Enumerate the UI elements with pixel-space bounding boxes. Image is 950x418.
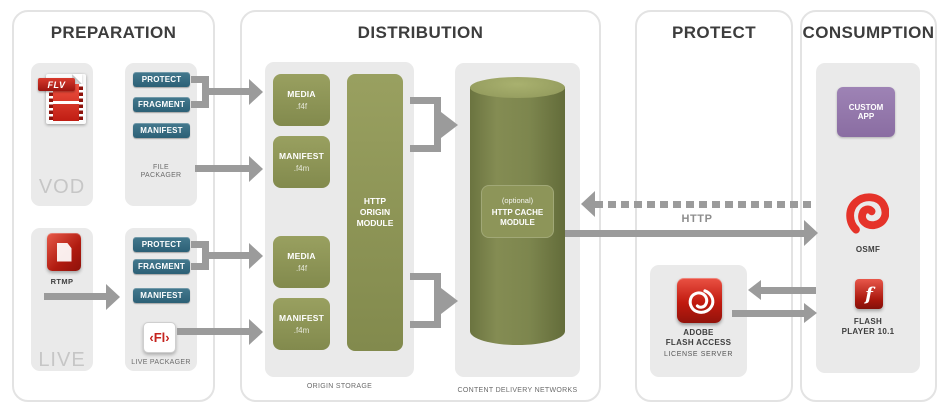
osmf-icon	[845, 191, 890, 239]
filmstrip-divider	[53, 101, 79, 104]
origin-storage-caption: ORIGIN STORAGE	[306, 383, 373, 390]
panel-title-preparation: PREPARATION	[50, 23, 177, 42]
file-packager-step-protect: PROTECT	[133, 72, 190, 87]
media-f4f-box-vod: MEDIA .f4f	[273, 74, 330, 126]
rtmp-document-glyph	[56, 242, 72, 262]
http-origin-module: HTTP ORIGIN MODULE	[347, 74, 403, 351]
cdn-cylinder-top	[470, 77, 565, 98]
live-packager-caption: LIVE PACKAGER	[131, 359, 191, 366]
filmstrip-perforations-left	[49, 84, 53, 121]
media-f4f-box-live: MEDIA .f4f	[273, 236, 330, 288]
flv-banner: FLV	[38, 78, 75, 91]
http-cache-module: (optional) HTTP CACHE MODULE	[481, 185, 554, 238]
panel-title-protect: PROTECT	[671, 23, 757, 42]
filmstrip-perforations-right	[79, 84, 83, 121]
http-label: HTTP	[681, 213, 713, 225]
flash-access-name: ADOBE FLASH ACCESS	[665, 328, 732, 347]
file-packager-caption: FILE PACKAGER	[140, 164, 182, 179]
manifest-f4m-box-live: MANIFEST .f4m	[273, 298, 330, 350]
flv-file-icon: FLV	[38, 72, 90, 126]
panel-title-distribution: DISTRIBUTION	[357, 23, 484, 42]
flash-media-live-encoder-icon: ‹Fl›	[143, 322, 176, 353]
flv-page-fold	[72, 74, 82, 84]
rtmp-caption: RTMP	[50, 277, 74, 286]
live-packager-step-protect: PROTECT	[133, 237, 190, 252]
file-packager-step-manifest: MANIFEST	[133, 123, 190, 138]
vod-caption: VOD	[38, 176, 86, 198]
live-packager-step-manifest: MANIFEST	[133, 288, 190, 303]
panel-title-consumption: CONSUMPTION	[802, 23, 935, 42]
flash-access-icon	[677, 278, 722, 323]
osmf-caption: OSMF	[855, 245, 881, 254]
flash-access-swirl	[688, 288, 714, 314]
live-caption: LIVE	[38, 349, 86, 371]
custom-app-box: CUSTOM APP	[837, 87, 895, 137]
flash-player-caption: FLASH PLAYER 10.1	[841, 317, 895, 336]
manifest-f4m-box-vod: MANIFEST .f4m	[273, 136, 330, 188]
cdn-caption: CONTENT DELIVERY NETWORKS	[457, 387, 578, 394]
file-packager-step-fragment: FRAGMENT	[133, 97, 190, 112]
flash-player-icon: f	[855, 279, 883, 309]
live-packager-step-fragment: FRAGMENT	[133, 259, 190, 274]
license-server-caption: LICENSE SERVER	[664, 351, 733, 358]
rtmp-file-icon	[47, 233, 81, 271]
